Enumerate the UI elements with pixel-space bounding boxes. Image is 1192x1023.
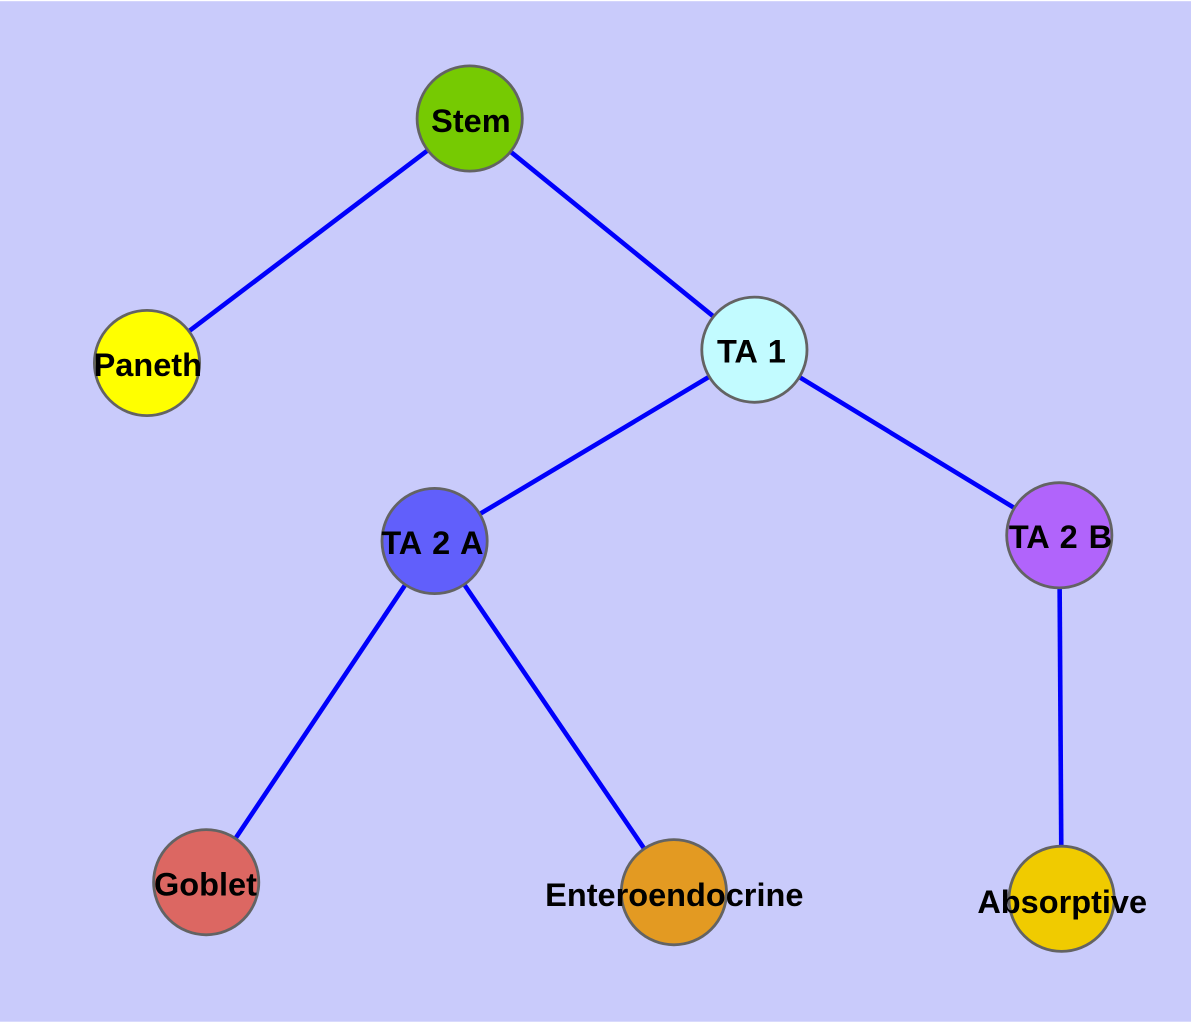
svg-text:Enteroendocrine: Enteroendocrine <box>545 877 803 913</box>
svg-text:Goblet: Goblet <box>154 867 257 903</box>
svg-text:Stem: Stem <box>431 103 510 139</box>
svg-text:TA 2 A: TA 2 A <box>381 525 483 561</box>
svg-text:Absorptive: Absorptive <box>977 884 1147 920</box>
svg-text:TA 2 B: TA 2 B <box>1009 519 1112 555</box>
svg-text:TA 1: TA 1 <box>717 333 786 369</box>
svg-text:Paneth: Paneth <box>94 347 202 383</box>
